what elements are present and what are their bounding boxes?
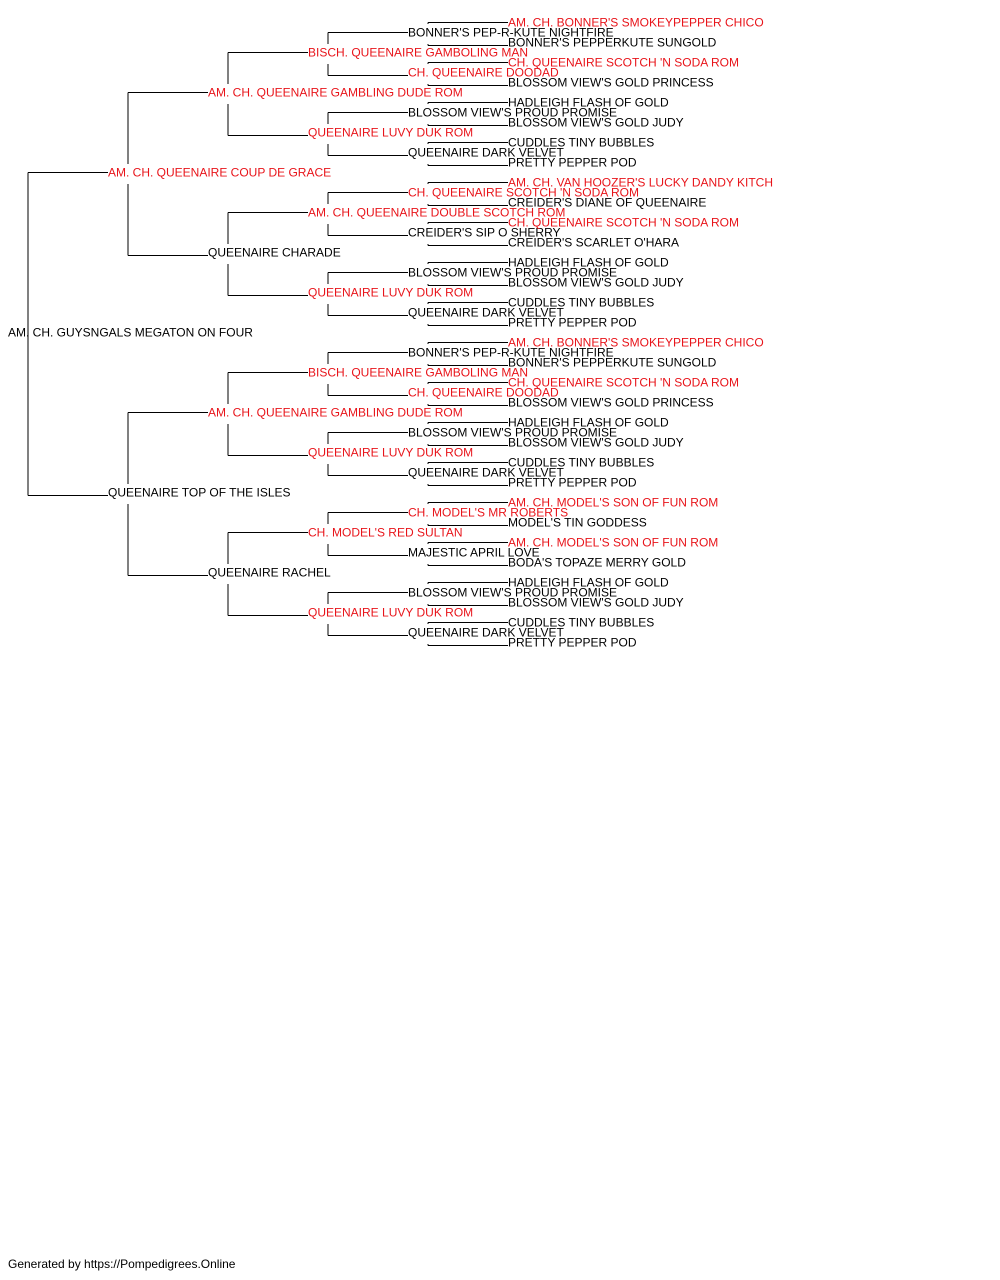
great-grandparent-name: CH. MODEL'S RED SULTAN bbox=[308, 526, 463, 540]
parent-name: AM. CH. QUEENAIRE COUP DE GRACE bbox=[108, 166, 331, 180]
grandparent-name: AM. CH. QUEENAIRE GAMBLING DUDE ROM bbox=[208, 86, 463, 100]
ggg-grandparent-name: CUDDLES TINY BUBBLES bbox=[508, 136, 654, 150]
ggg-grandparent-name: BLOSSOM VIEW'S GOLD JUDY bbox=[508, 436, 684, 450]
great-grandparent-name: QUEENAIRE LUVY DUK ROM bbox=[308, 286, 473, 300]
ggg-grandparent-name: BLOSSOM VIEW'S GOLD PRINCESS bbox=[508, 76, 714, 90]
gg-grandparent-name: BONNER'S PEP-R-KUTE NIGHTFIRE bbox=[408, 346, 614, 360]
gg-grandparent-name: MAJESTIC APRIL LOVE bbox=[408, 546, 540, 560]
ggg-grandparent-name: CUDDLES TINY BUBBLES bbox=[508, 456, 654, 470]
ggg-grandparent-name: BONNER'S PEPPERKUTE SUNGOLD bbox=[508, 356, 717, 370]
ggg-grandparent-name: HADLEIGH FLASH OF GOLD bbox=[508, 96, 669, 110]
gg-grandparent-name: BONNER'S PEP-R-KUTE NIGHTFIRE bbox=[408, 26, 614, 40]
ggg-grandparent-name: BONNER'S PEPPERKUTE SUNGOLD bbox=[508, 36, 717, 50]
great-grandparent-name: AM. CH. QUEENAIRE DOUBLE SCOTCH ROM bbox=[308, 206, 565, 220]
ggg-grandparent-name: AM. CH. BONNER'S SMOKEYPEPPER CHICO bbox=[508, 16, 764, 30]
ggg-grandparent-name: AM. CH. MODEL'S SON OF FUN ROM bbox=[508, 536, 718, 550]
great-grandparent-name: BISCH. QUEENAIRE GAMBOLING MAN bbox=[308, 46, 528, 60]
gg-grandparent-name: CH. QUEENAIRE DOODAD bbox=[408, 66, 559, 80]
ggg-grandparent-name: CREIDER'S SCARLET O'HARA bbox=[508, 236, 679, 250]
ggg-grandparent-name: CUDDLES TINY BUBBLES bbox=[508, 296, 654, 310]
great-grandparent-name: QUEENAIRE LUVY DUK ROM bbox=[308, 446, 473, 460]
ggg-grandparent-name: CREIDER'S DIANE OF QUEENAIRE bbox=[508, 196, 706, 210]
ggg-grandparent-name: AM. CH. VAN HOOZER'S LUCKY DANDY KITCH bbox=[508, 176, 773, 190]
ggg-grandparent-name: HADLEIGH FLASH OF GOLD bbox=[508, 576, 669, 590]
gg-grandparent-name: QUEENAIRE DARK VELVET bbox=[408, 626, 564, 640]
gg-grandparent-name: CH. QUEENAIRE DOODAD bbox=[408, 386, 559, 400]
gg-grandparent-name: BLOSSOM VIEW'S PROUD PROMISE bbox=[408, 426, 617, 440]
gg-grandparent-name: BLOSSOM VIEW'S PROUD PROMISE bbox=[408, 266, 617, 280]
ggg-grandparent-name: BODA'S TOPAZE MERRY GOLD bbox=[508, 556, 686, 570]
ggg-grandparent-name: PRETTY PEPPER POD bbox=[508, 636, 637, 650]
footer-credit: Generated by https://Pompedigrees.Online bbox=[8, 1257, 236, 1271]
gg-grandparent-name: CH. QUEENAIRE SCOTCH 'N SODA ROM bbox=[408, 186, 639, 200]
ggg-grandparent-name: CH. QUEENAIRE SCOTCH 'N SODA ROM bbox=[508, 376, 739, 390]
ggg-grandparent-name: BLOSSOM VIEW'S GOLD JUDY bbox=[508, 116, 684, 130]
ggg-grandparent-name: AM. CH. BONNER'S SMOKEYPEPPER CHICO bbox=[508, 336, 764, 350]
ggg-grandparent-name: PRETTY PEPPER POD bbox=[508, 476, 637, 490]
grandparent-name: QUEENAIRE RACHEL bbox=[208, 566, 331, 580]
gg-grandparent-name: CREIDER'S SIP O SHERRY bbox=[408, 226, 561, 240]
ggg-grandparent-name: MODEL'S TIN GODDESS bbox=[508, 516, 647, 530]
subject-name: AM. CH. GUYSNGALS MEGATON ON FOUR bbox=[8, 326, 253, 340]
great-grandparent-name: QUEENAIRE LUVY DUK ROM bbox=[308, 606, 473, 620]
ggg-grandparent-name: CUDDLES TINY BUBBLES bbox=[508, 616, 654, 630]
ggg-grandparent-name: BLOSSOM VIEW'S GOLD JUDY bbox=[508, 596, 684, 610]
great-grandparent-name: BISCH. QUEENAIRE GAMBOLING MAN bbox=[308, 366, 528, 380]
great-grandparent-name: QUEENAIRE LUVY DUK ROM bbox=[308, 126, 473, 140]
grandparent-name: AM. CH. QUEENAIRE GAMBLING DUDE ROM bbox=[208, 406, 463, 420]
ggg-grandparent-name: HADLEIGH FLASH OF GOLD bbox=[508, 256, 669, 270]
gg-grandparent-name: BLOSSOM VIEW'S PROUD PROMISE bbox=[408, 586, 617, 600]
ggg-grandparent-name: PRETTY PEPPER POD bbox=[508, 316, 637, 330]
gg-grandparent-name: CH. MODEL'S MR ROBERTS bbox=[408, 506, 568, 520]
ggg-grandparent-name: CH. QUEENAIRE SCOTCH 'N SODA ROM bbox=[508, 56, 739, 70]
ggg-grandparent-name: BLOSSOM VIEW'S GOLD JUDY bbox=[508, 276, 684, 290]
ggg-grandparent-name: HADLEIGH FLASH OF GOLD bbox=[508, 416, 669, 430]
ggg-grandparent-name: PRETTY PEPPER POD bbox=[508, 156, 637, 170]
gg-grandparent-name: QUEENAIRE DARK VELVET bbox=[408, 146, 564, 160]
gg-grandparent-name: QUEENAIRE DARK VELVET bbox=[408, 466, 564, 480]
gg-grandparent-name: BLOSSOM VIEW'S PROUD PROMISE bbox=[408, 106, 617, 120]
ggg-grandparent-name: AM. CH. MODEL'S SON OF FUN ROM bbox=[508, 496, 718, 510]
parent-name: QUEENAIRE TOP OF THE ISLES bbox=[108, 486, 291, 500]
grandparent-name: QUEENAIRE CHARADE bbox=[208, 246, 341, 260]
ggg-grandparent-name: CH. QUEENAIRE SCOTCH 'N SODA ROM bbox=[508, 216, 739, 230]
ggg-grandparent-name: BLOSSOM VIEW'S GOLD PRINCESS bbox=[508, 396, 714, 410]
gg-grandparent-name: QUEENAIRE DARK VELVET bbox=[408, 306, 564, 320]
